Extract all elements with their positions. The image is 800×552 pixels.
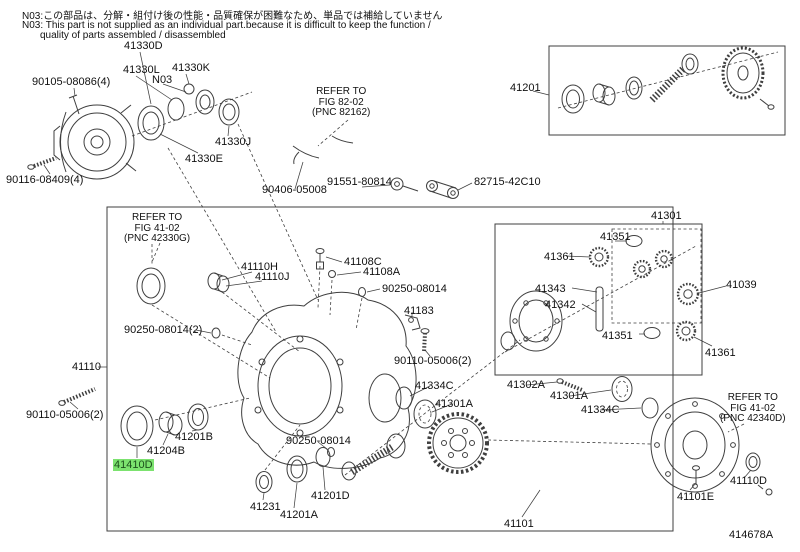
ring-gear-art bbox=[427, 412, 489, 474]
part-90105-08086[interactable]: 90105-08086(4) bbox=[32, 76, 111, 88]
part-90250-08014-b[interactable]: 90250-08014 bbox=[286, 435, 351, 447]
part-90116-08409[interactable]: 90116-08409(4) bbox=[6, 174, 84, 186]
differential-case-art bbox=[500, 235, 700, 353]
drawing-code: 414678A bbox=[729, 529, 774, 541]
part-41183[interactable]: 41183 bbox=[404, 305, 434, 317]
part-41301a-b[interactable]: 41301A bbox=[550, 390, 588, 402]
part-41301[interactable]: 41301 bbox=[651, 210, 682, 222]
note-line-en2: quality of parts assembled / disassemble… bbox=[40, 30, 226, 41]
part-41201b[interactable]: 41201B bbox=[175, 431, 213, 443]
part-41110j[interactable]: 41110J bbox=[255, 271, 290, 283]
main-assembly-frame bbox=[106, 206, 674, 532]
part-90250-08014-2[interactable]: 90250-08014(2) bbox=[124, 324, 203, 336]
part-41330l[interactable]: 41330L bbox=[123, 64, 160, 76]
part-90110-05006-a[interactable]: 90110-05006(2) bbox=[394, 355, 472, 367]
part-41302a[interactable]: 41302A bbox=[507, 379, 545, 391]
rear-bearing-art bbox=[413, 399, 437, 429]
ref-fig-82-02: REFER TO FIG 82-02 (PNC 82162) bbox=[312, 86, 371, 118]
part-41343[interactable]: 41343 bbox=[535, 283, 566, 295]
part-41330k[interactable]: 41330K bbox=[172, 62, 210, 74]
part-41410d[interactable]: 41410D bbox=[113, 459, 154, 471]
part-41204b[interactable]: 41204B bbox=[147, 445, 185, 457]
part-41101e[interactable]: 41101E bbox=[677, 491, 715, 503]
part-41334c-b[interactable]: 41334C bbox=[581, 404, 620, 416]
part-90110-05006-b[interactable]: 90110-05006(2) bbox=[26, 409, 104, 421]
part-41108c[interactable]: 41108C bbox=[344, 256, 382, 268]
part-41330d[interactable]: 41330D bbox=[124, 40, 163, 52]
part-41330j[interactable]: 41330J bbox=[215, 136, 252, 148]
part-41334c-a[interactable]: 41334C bbox=[415, 380, 454, 392]
note-line-jp: N03:この部品は、分解・組付け後の性能・品質確保が困難なため、単品では補給して… bbox=[22, 11, 443, 22]
part-41101[interactable]: 41101 bbox=[504, 518, 534, 530]
part-41110h[interactable]: 41110H bbox=[241, 261, 278, 273]
carrier-housing-art bbox=[237, 291, 417, 469]
side-oil-seal-art bbox=[136, 267, 166, 305]
part-82715-42c10[interactable]: 82715-42C10 bbox=[474, 176, 541, 188]
final-gear-kit-frame bbox=[548, 45, 786, 136]
differential-case-frame bbox=[494, 223, 703, 376]
breather-hose-art bbox=[331, 135, 354, 144]
part-41110[interactable]: 41110 bbox=[72, 361, 101, 373]
part-41201a[interactable]: 41201A bbox=[280, 509, 318, 521]
rear-cover-art bbox=[650, 397, 740, 493]
part-41330e[interactable]: 41330E bbox=[185, 153, 223, 165]
front-oil-seal-art bbox=[120, 403, 209, 447]
part-41039[interactable]: 41039 bbox=[726, 279, 757, 291]
part-90406-05008[interactable]: 90406-05008 bbox=[262, 184, 327, 196]
pinion-shaft-art bbox=[595, 286, 604, 332]
part-41361-a[interactable]: 41361 bbox=[544, 251, 575, 263]
note-n03-marker: N03 bbox=[152, 74, 173, 86]
part-41108a[interactable]: 41108A bbox=[363, 266, 401, 278]
part-41231[interactable]: 41231 bbox=[250, 501, 281, 513]
part-41201[interactable]: 41201 bbox=[510, 82, 541, 94]
part-41351-a[interactable]: 41351 bbox=[600, 231, 631, 243]
part-91551-80814[interactable]: 91551-80814 bbox=[327, 176, 392, 188]
coupling-housing-art bbox=[27, 94, 137, 180]
breather-plug-art bbox=[315, 248, 325, 254]
part-90250-08014-a[interactable]: 90250-08014 bbox=[382, 283, 447, 295]
note-line-en1: N03: This part is not supplied as an ind… bbox=[22, 20, 431, 31]
part-41110d[interactable]: 41110D bbox=[730, 475, 767, 487]
part-41351-b[interactable]: 41351 bbox=[602, 330, 633, 342]
ref-fig-41-02-42340d: REFER TO FIG 41-02 (PNC 42340D) bbox=[720, 392, 786, 424]
part-41342[interactable]: 41342 bbox=[545, 299, 576, 311]
leader-lines bbox=[43, 51, 752, 518]
pinion-kit-dashed-frame bbox=[611, 228, 702, 324]
final-gear-kit-art bbox=[557, 46, 779, 114]
part-41361-b[interactable]: 41361 bbox=[705, 347, 736, 359]
bracket-art bbox=[404, 314, 421, 331]
ref-fig-41-02-42330g: REFER TO FIG 41-02 (PNC 42330G) bbox=[124, 212, 191, 244]
part-41301a-a[interactable]: 41301A bbox=[435, 398, 473, 410]
link-plate-art bbox=[426, 180, 459, 199]
drive-pinion-spline-art bbox=[350, 444, 394, 475]
side-bearing-ring-chain-art bbox=[131, 83, 253, 141]
wire-clip-art bbox=[292, 145, 320, 165]
part-41201d[interactable]: 41201D bbox=[311, 490, 350, 502]
